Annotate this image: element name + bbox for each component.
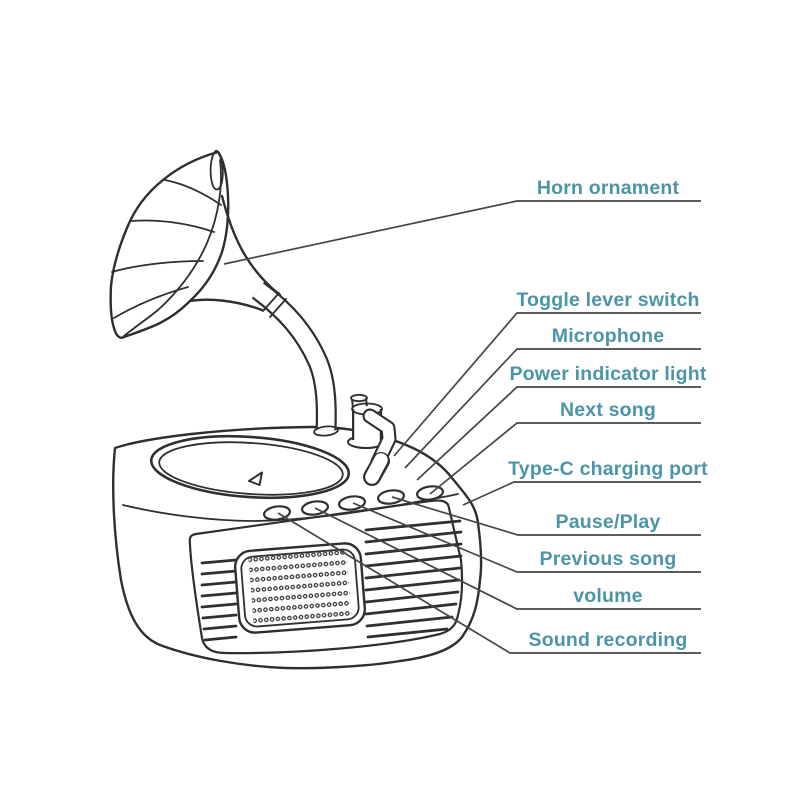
crank-handle-fill [365,453,388,484]
label-pause-play: Pause/Play [556,511,661,533]
slat-line [364,542,463,556]
leader-line-toggle-lever-switch [393,312,701,457]
slat-line [200,602,238,609]
slat-line [200,558,238,565]
slat-line [200,569,238,576]
slat-line [201,613,238,620]
neck-base [313,425,339,437]
turntable-disc [149,434,351,500]
slat-line [364,590,460,604]
neck-collar-line [269,298,287,318]
annotation-type-c-charging-port: Type-C charging port [462,458,708,506]
annotation-previous-song: Previous song [352,502,701,573]
annotation-sound-recording: Sound recording [277,512,701,654]
slat-line [364,602,458,616]
bell-petal-line [130,219,215,233]
bell-top-curl [209,149,224,191]
annotation-toggle-lever-switch: Toggle lever switch [393,289,701,457]
bell-funnel-upper [220,194,282,297]
label-sound-recording: Sound recording [529,629,688,651]
leader-line-previous-song [352,502,701,573]
label-next-song: Next song [560,399,656,421]
leader-line-sound-recording [277,512,701,654]
slat-line [200,580,238,587]
leader-line-power-indicator-light [416,386,701,481]
label-horn-ornament: Horn ornament [537,177,680,199]
annotations: Horn ornament Toggle lever switch Microp… [223,177,708,654]
label-toggle-lever-switch: Toggle lever switch [516,289,699,311]
slat-line [203,635,238,642]
bell-petal-line [113,286,189,319]
play-triangle-mark [248,471,263,486]
speaker-slats-right [364,519,463,639]
leader-line-microphone [404,348,701,469]
speaker-slats-left [200,558,238,642]
slat-line [200,591,238,598]
label-microphone: Microphone [552,325,665,347]
disc-inner-ring [158,441,344,496]
control-button-previous-song[interactable] [337,495,367,511]
leader-line-pause-play [391,496,701,536]
slat-line [365,615,454,628]
label-volume: volume [573,585,642,607]
slat-line [364,530,463,544]
leader-line-volume [314,507,701,610]
horn-bell [109,149,282,339]
annotation-pause-play: Pause/Play [391,496,701,536]
horn-neck-tube [251,281,339,437]
disc-outer-ring [149,434,351,500]
annotation-power-indicator-light: Power indicator light [416,363,707,481]
leader-line-horn-ornament [223,200,701,265]
leader-line-next-song [429,422,701,495]
toggle-lever [347,393,397,486]
grille-dots [248,550,352,624]
annotation-microphone: Microphone [404,325,701,469]
speaker-grille [233,542,367,634]
crank-arm-fill [364,410,395,468]
annotation-horn-ornament: Horn ornament [223,177,701,265]
leader-line-type-c-charging-port [462,481,701,506]
front-panel-outline [188,499,464,655]
label-previous-song: Previous song [540,548,677,570]
bell-outline [109,150,230,339]
neck-collar-line [262,292,280,312]
control-button-pause-play[interactable] [376,489,406,505]
slat-line [364,578,461,592]
bell-rim-line [123,159,222,337]
bell-funnel-lower [188,298,264,312]
slat-line [364,554,463,568]
bell-petal-line [164,179,222,206]
bell-petal-line [111,260,204,273]
slat-line [364,519,462,532]
label-power-indicator-light: Power indicator light [509,363,706,385]
lever-knob-top [350,393,368,403]
annotation-volume: volume [314,507,701,610]
annotation-next-song: Next song [429,399,701,495]
slat-line [366,627,449,639]
slat-line [202,624,238,631]
grille-inner-frame [240,548,360,628]
speaker-illustration [109,149,483,670]
label-type-c-charging-port: Type-C charging port [508,458,708,480]
